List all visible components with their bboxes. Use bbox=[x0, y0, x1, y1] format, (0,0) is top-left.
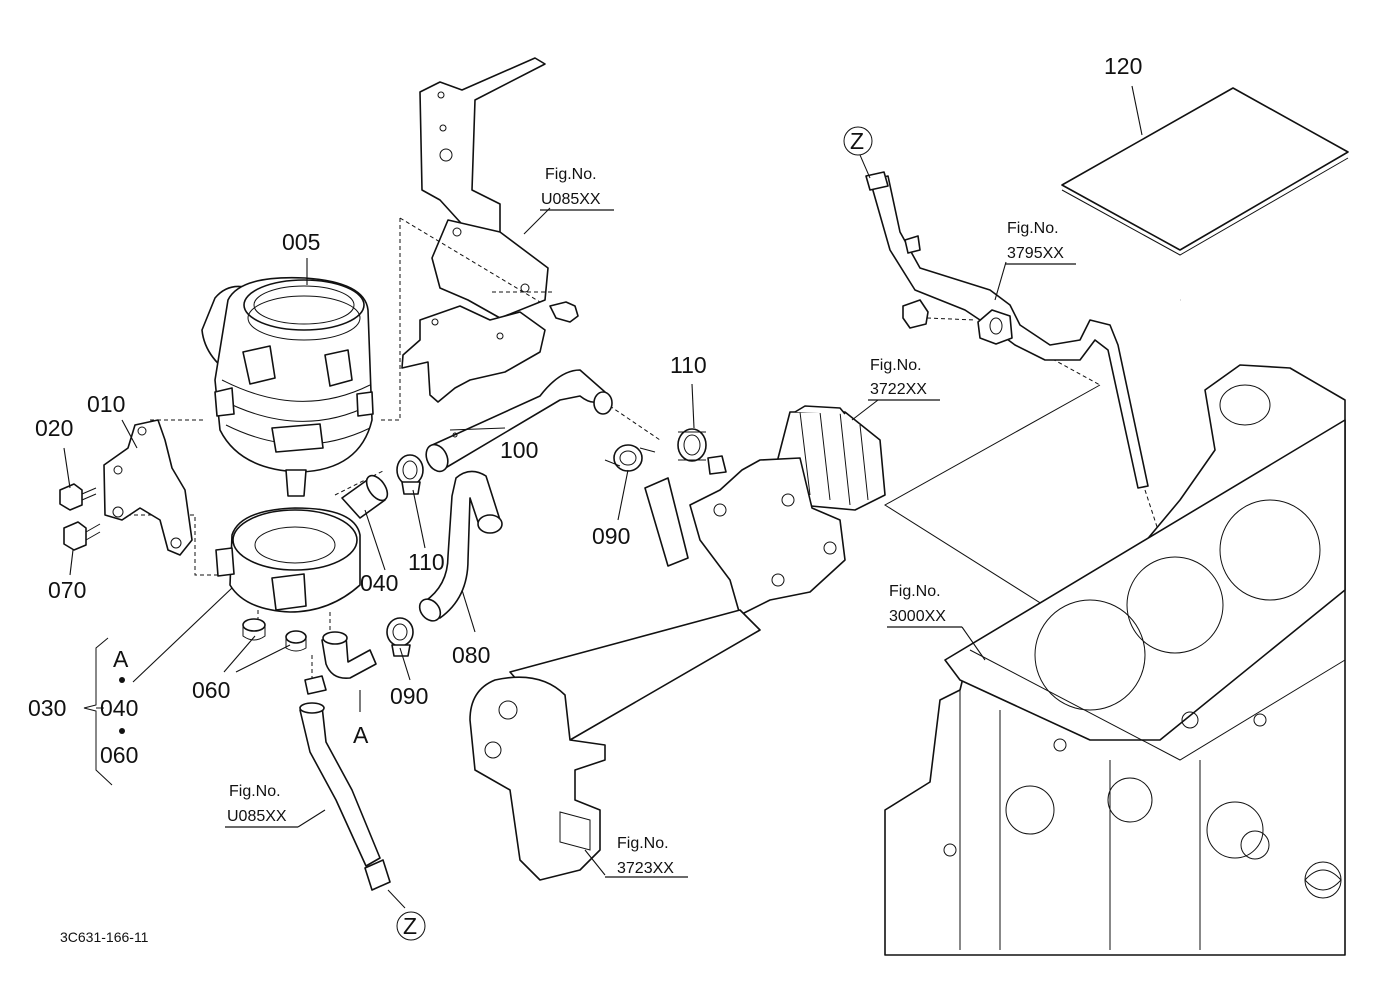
label-040-group: 040 bbox=[100, 695, 138, 721]
bracket-plate-010 bbox=[103, 419, 193, 556]
fig-number: U085XX bbox=[227, 808, 287, 825]
fig-label: Fig.No. bbox=[229, 783, 281, 800]
label-110-upper: 110 bbox=[670, 352, 707, 378]
drawing-code: 3C631-166-11 bbox=[60, 929, 149, 945]
label-030: 030 bbox=[28, 695, 66, 721]
marker-a-right: A bbox=[353, 722, 369, 748]
separator-lower-housing bbox=[215, 507, 361, 613]
elbow-hose bbox=[321, 631, 377, 680]
hose-100 bbox=[425, 369, 613, 473]
label-060-group: 060 bbox=[100, 742, 138, 768]
egr-cooler bbox=[469, 609, 761, 881]
fig-label: Fig.No. bbox=[870, 357, 922, 374]
leader-lines bbox=[63, 85, 1143, 909]
reference-markers: A A Z Z bbox=[113, 126, 873, 941]
part-labels: 005 010 020 030 040 060 040 060 070 080 … bbox=[28, 53, 1142, 768]
label-020: 020 bbox=[35, 415, 73, 441]
fig-ref-3795: Fig.No. 3795XX bbox=[1005, 220, 1076, 265]
clamp-090-upper bbox=[604, 444, 656, 472]
label-010: 010 bbox=[87, 391, 125, 417]
label-040: 040 bbox=[360, 570, 398, 596]
fig-ref-3723: Fig.No. 3723XX bbox=[605, 835, 688, 878]
fig-number: 3000XX bbox=[889, 608, 946, 625]
fig-ref-3000: Fig.No. 3000XX bbox=[887, 583, 962, 628]
fig-label: Fig.No. bbox=[617, 835, 669, 852]
separator-upper-housing bbox=[201, 276, 374, 497]
label-070: 070 bbox=[48, 577, 86, 603]
fig-number: 3722XX bbox=[870, 381, 927, 398]
engine-block bbox=[884, 364, 1346, 956]
label-060: 060 bbox=[192, 677, 230, 703]
clamp-110-upper bbox=[677, 428, 707, 462]
label-100: 100 bbox=[500, 437, 538, 463]
fig-number: 3723XX bbox=[617, 860, 674, 877]
fig-ref-u085-top: Fig.No. U085XX bbox=[540, 166, 614, 211]
breather-hose bbox=[299, 675, 391, 891]
marker-z-top: Z bbox=[850, 128, 864, 154]
fig-label: Fig.No. bbox=[889, 583, 941, 600]
marker-a-left: A bbox=[113, 646, 129, 672]
fig-number: U085XX bbox=[541, 191, 601, 208]
label-090-upper: 090 bbox=[592, 523, 630, 549]
pipe-040 bbox=[341, 474, 389, 519]
group-bracket-030 bbox=[83, 637, 125, 786]
egr-valve bbox=[644, 405, 886, 616]
marker-z-top-circle bbox=[843, 126, 873, 156]
clamp-110-lower bbox=[396, 454, 424, 495]
marker-z-bottom: Z bbox=[403, 913, 417, 939]
fig-ref-3722: Fig.No. 3722XX bbox=[868, 357, 940, 401]
label-005: 005 bbox=[282, 229, 320, 255]
gasket-sheet-120 bbox=[1061, 87, 1349, 256]
caps-060 bbox=[242, 618, 307, 652]
fig-label: Fig.No. bbox=[1007, 220, 1059, 237]
mounting-bracket bbox=[401, 57, 579, 403]
clamp-090-lower bbox=[386, 617, 414, 657]
fig-ref-u085-bottom: Fig.No. U085XX bbox=[225, 783, 298, 828]
label-090-lower: 090 bbox=[390, 683, 428, 709]
fig-label: Fig.No. bbox=[545, 166, 597, 183]
label-120: 120 bbox=[1104, 53, 1142, 79]
marker-z-bottom-circle bbox=[396, 911, 426, 941]
bolt-070 bbox=[63, 521, 101, 551]
label-110-lower: 110 bbox=[408, 549, 445, 575]
fig-number: 3795XX bbox=[1007, 245, 1064, 262]
bolt-020 bbox=[59, 483, 97, 511]
label-080: 080 bbox=[452, 642, 490, 668]
breather-pipe bbox=[865, 171, 1149, 489]
